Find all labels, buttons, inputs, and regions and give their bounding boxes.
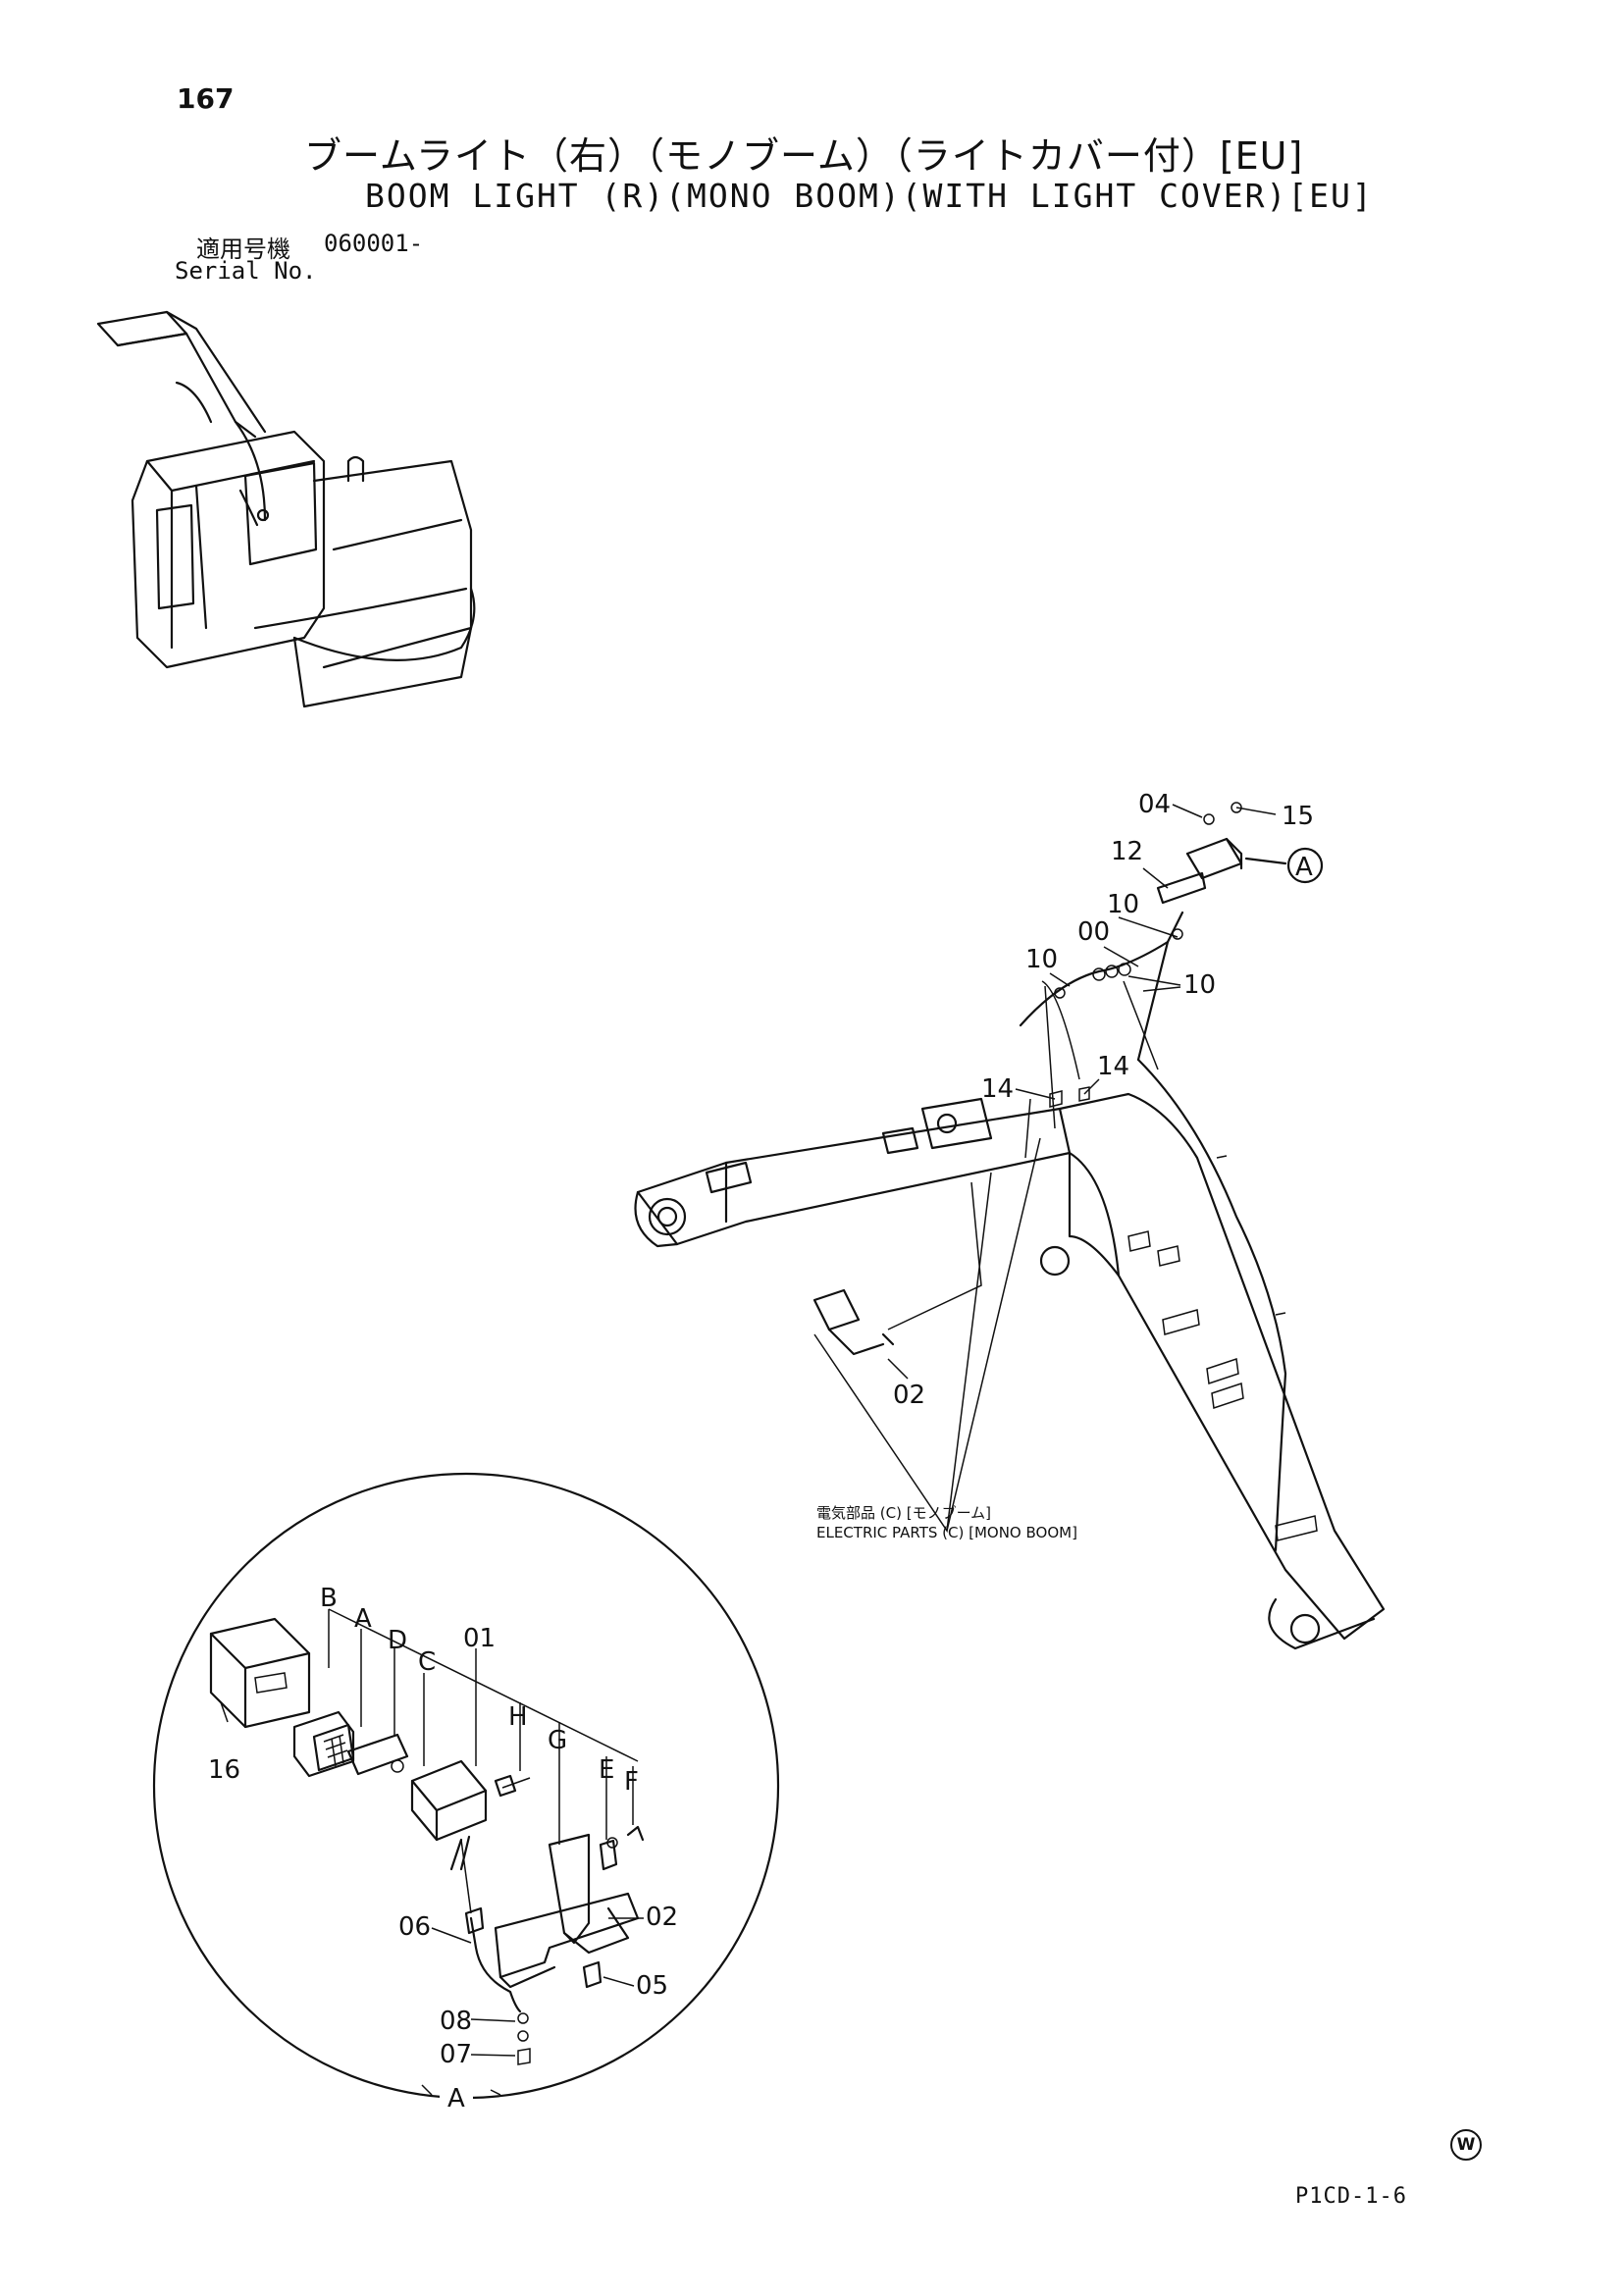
detail-letter-a: A xyxy=(354,1604,372,1634)
title-english: BOOM LIGHT (R)(MONO BOOM)(WITH LIGHT COV… xyxy=(365,177,1374,215)
detail-callout-01: 01 xyxy=(463,1624,496,1653)
detail-letter-b: B xyxy=(320,1584,338,1613)
callout-12: 12 xyxy=(1111,837,1143,866)
callout-00: 00 xyxy=(1077,917,1110,947)
detail-letter-g: G xyxy=(548,1726,567,1755)
page-number: 167 xyxy=(177,82,235,115)
w-circle-mark: W xyxy=(1450,2129,1482,2161)
callout-14-left: 14 xyxy=(981,1074,1014,1104)
serial-label-japanese: 適用号機 xyxy=(196,235,290,263)
document-code: P1CD-1-6 xyxy=(1295,2184,1407,2209)
detail-callout-06: 06 xyxy=(398,1912,431,1942)
callout-10-right: 10 xyxy=(1183,970,1216,1000)
detail-callout-05: 05 xyxy=(636,1971,668,2001)
detail-view-a: B A D C H G E F 01 16 06 02 05 08 07 A xyxy=(152,1472,780,2113)
detail-letter-d: D xyxy=(388,1626,407,1655)
detail-callout-08: 08 xyxy=(440,2007,472,2036)
callout-04: 04 xyxy=(1138,790,1171,819)
callout-10-left: 10 xyxy=(1025,945,1058,974)
serial-label-english: Serial No. xyxy=(175,257,317,285)
cab-overview-illustration xyxy=(96,310,476,708)
callout-a-circled: A xyxy=(1295,853,1313,882)
detail-letter-h: H xyxy=(508,1702,528,1732)
callout-15: 15 xyxy=(1282,802,1314,831)
electric-parts-label-english: ELECTRIC PARTS (C) [MONO BOOM] xyxy=(816,1524,1077,1541)
detail-view-label-a: A xyxy=(447,2084,465,2113)
detail-callout-02: 02 xyxy=(646,1903,678,1932)
detail-callout-16: 16 xyxy=(208,1755,240,1785)
detail-a-reference-icon xyxy=(1286,847,1324,884)
callout-14-right: 14 xyxy=(1097,1052,1129,1081)
callout-02: 02 xyxy=(893,1381,925,1410)
detail-letter-e: E xyxy=(599,1755,614,1785)
callout-10-upper: 10 xyxy=(1107,890,1139,919)
boom-illustration xyxy=(634,837,1386,1650)
main-callouts: 04 15 12 10 00 10 10 14 14 02 A 電気部品 (C)… xyxy=(816,790,1324,1541)
electric-parts-label-japanese: 電気部品 (C) [モノブーム] xyxy=(816,1504,991,1522)
detail-letter-c: C xyxy=(418,1647,436,1677)
detail-callout-07: 07 xyxy=(440,2040,472,2069)
detail-letter-f: F xyxy=(624,1767,639,1797)
title-japanese: ブームライト（右）（モノブーム）（ライトカバー付）[EU] xyxy=(304,134,1304,178)
serial-value: 060001- xyxy=(324,230,424,257)
detail-circle-outline xyxy=(152,1472,780,2100)
